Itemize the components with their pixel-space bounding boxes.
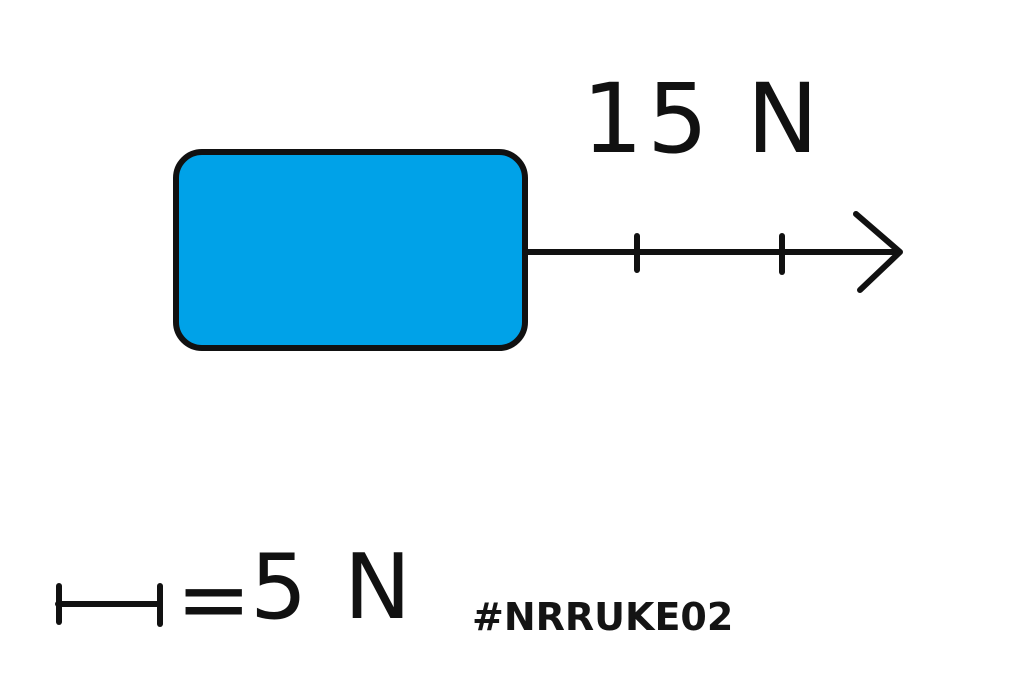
scale-segment-icon <box>55 583 163 627</box>
scale-equals: = <box>176 547 251 652</box>
force-arrow-head <box>853 211 903 293</box>
force-label: 15 N <box>582 63 822 175</box>
scale-label: 5 N <box>250 535 415 640</box>
block <box>173 149 528 351</box>
identifier-tag: #NRRUKE02 <box>472 595 734 639</box>
